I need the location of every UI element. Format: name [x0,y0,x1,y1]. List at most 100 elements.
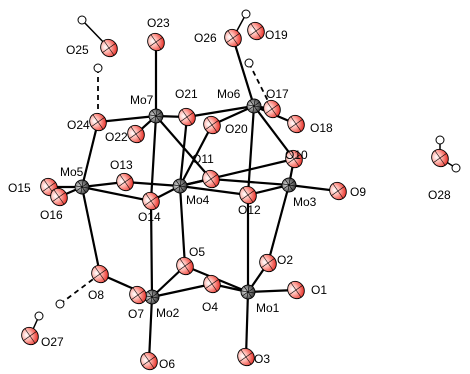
octant-line [154,109,158,123]
atom-h27b [55,299,65,309]
bond-mo4-o13 [123,180,182,188]
atom-mo4 [172,178,188,194]
bond-mo5-o14 [80,185,153,203]
atom-label-mo7: Mo7 [130,93,154,107]
atom-o18 [287,114,305,134]
principal-axis [181,109,193,125]
octant-line [287,178,291,192]
bond-mo4-o12 [178,184,250,197]
atom-label-o6: O6 [159,357,175,371]
principal-axis [92,114,104,130]
atom-label-o28: O28 [428,188,451,202]
atom-mo6 [246,98,262,114]
atom-mo5 [74,179,90,195]
atom-o10 [285,149,303,169]
atom-o12 [239,185,257,205]
principal-axis [130,126,142,142]
labels-layer: Mo1Mo2Mo3Mo4Mo5Mo6Mo7O1O2O3O4O5O6O7O8O9O… [8,16,451,371]
atom-o26 [224,28,242,48]
principal-axis [242,187,254,203]
bond-mo6-o12 [246,104,256,197]
bond-mo2-o14 [149,199,154,299]
atom-o11 [202,169,220,189]
atom-h28 [435,135,445,145]
atom-o6 [140,351,158,371]
atoms-layer [21,9,461,371]
atom-o5 [176,256,194,276]
atom-label-o10: O10 [285,148,308,162]
atom-o25 [100,38,118,58]
bond-mo7-o24 [96,114,158,124]
principal-axis [250,23,262,39]
atom-o27 [21,326,39,346]
atom-label-o25: O25 [66,43,89,57]
atom-label-o8: O8 [88,288,104,302]
atom-label-mo5: Mo5 [60,165,84,179]
atom-o16 [50,187,68,207]
principal-axis [206,276,218,292]
atom-label-mo4: Mo4 [186,193,210,207]
atom-label-o7: O7 [128,307,144,321]
principal-axis [332,183,344,199]
bond-o21-mo4 [178,115,189,188]
atom-h26b [244,58,254,68]
atom-label-o26: O26 [194,31,217,45]
principal-axis [205,171,217,187]
principal-axis [132,287,144,303]
bond-mo1-o3 [244,290,250,359]
atom-o7 [129,285,147,305]
atom-label-o18: O18 [310,121,333,135]
atom-label-o13: O13 [110,158,133,172]
atom-label-mo2: Mo2 [156,306,180,320]
principal-axis [145,193,157,209]
atom-o8 [91,264,109,284]
octant-line [80,180,84,194]
atom-mo7 [148,108,164,124]
principal-axis [94,266,106,282]
atom-label-o27: O27 [41,335,64,349]
bond-mo2-o4 [150,282,214,299]
octant-line [252,99,256,113]
atom-o2 [259,253,277,273]
principal-axis [206,117,218,133]
atom-o22 [127,124,145,144]
atom-o14 [142,191,160,211]
atom-label-o21: O21 [175,87,198,101]
atom-mo2 [144,289,160,305]
atom-o21 [178,107,196,127]
atom-label-mo3: Mo3 [293,195,317,209]
bond-mo3-o11 [209,177,291,187]
atom-label-o20: O20 [225,122,248,136]
atom-o20 [203,115,221,135]
atom-o23 [147,32,165,52]
atom-o19 [247,21,265,41]
atom-o4 [203,274,221,294]
bond-mo7-o14 [149,114,158,203]
bond-mo6-o21 [185,104,256,119]
principal-axis [290,282,302,298]
atom-label-o12: O12 [238,203,261,217]
bond-mo6-o10 [252,104,296,161]
bond-mo3-o2 [266,183,291,265]
principal-axis [150,34,162,50]
atom-o24 [89,112,107,132]
principal-axis [179,258,191,274]
atom-h25 [77,15,87,25]
atom-label-o5: O5 [189,245,205,259]
atom-label-o15: O15 [8,181,31,195]
atom-label-o23: O23 [147,16,170,30]
atom-label-o2: O2 [277,253,293,267]
principal-axis [288,151,300,167]
bond-mo4-o5 [178,184,187,268]
atom-o17 [263,99,281,119]
atom-h26 [241,9,251,19]
atom-label-o9: O9 [350,185,366,199]
principal-axis [240,349,252,365]
atom-label-o22: O22 [105,130,128,144]
atom-mo1 [240,284,256,300]
principal-axis [290,116,302,132]
atom-o1 [287,280,305,300]
atom-label-o4: O4 [202,300,218,314]
octant-line [246,285,250,299]
